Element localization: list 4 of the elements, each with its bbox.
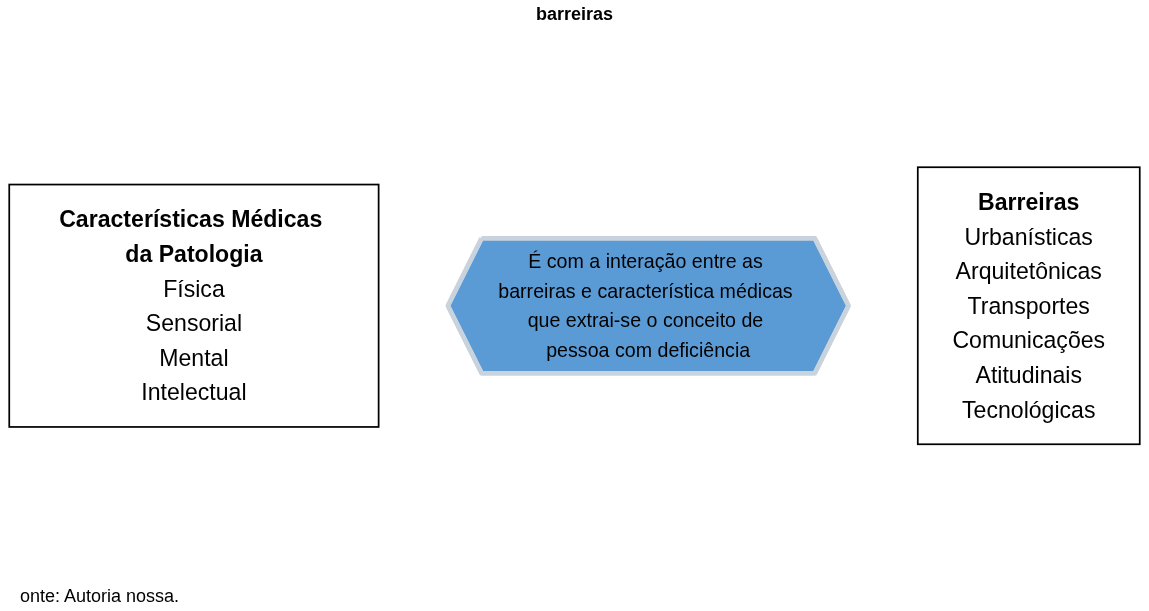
node-box: Características Médicas da Patologia Física Sensorial Mental Intelectual <box>8 183 380 428</box>
node-box: Barreiras Urbanísticas Arquitetônicas Transportes Comunicações Atitudinais Tecnológicas <box>916 166 1141 445</box>
heading-text: barreiras <box>535 4 614 25</box>
source-note: onte: Autoria nossa. <box>20 586 180 607</box>
